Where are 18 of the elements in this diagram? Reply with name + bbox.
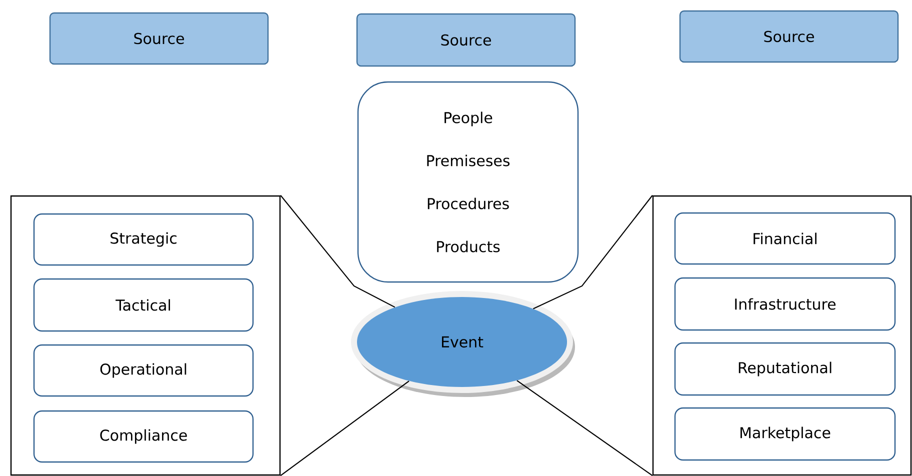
category-box: Tactical <box>33 278 254 332</box>
category-box: Infrastructure <box>674 277 896 331</box>
category-box: Marketplace <box>674 407 896 461</box>
category-box: Strategic <box>33 213 254 266</box>
connector-line <box>280 380 410 476</box>
factor-list-box: People Premiseses Procedures Products <box>357 81 579 283</box>
connector-line <box>533 195 653 310</box>
source-box: Source <box>356 13 576 67</box>
category-panel <box>10 195 281 476</box>
connector-line <box>516 380 653 476</box>
source-box: Source <box>49 12 269 65</box>
source-box: Source <box>679 10 899 63</box>
category-box: Reputational <box>674 342 896 396</box>
category-panel <box>652 195 912 476</box>
category-box: Operational <box>33 344 254 397</box>
category-box: Financial <box>674 212 896 265</box>
category-box: Compliance <box>33 410 254 463</box>
connector-line <box>280 195 396 308</box>
